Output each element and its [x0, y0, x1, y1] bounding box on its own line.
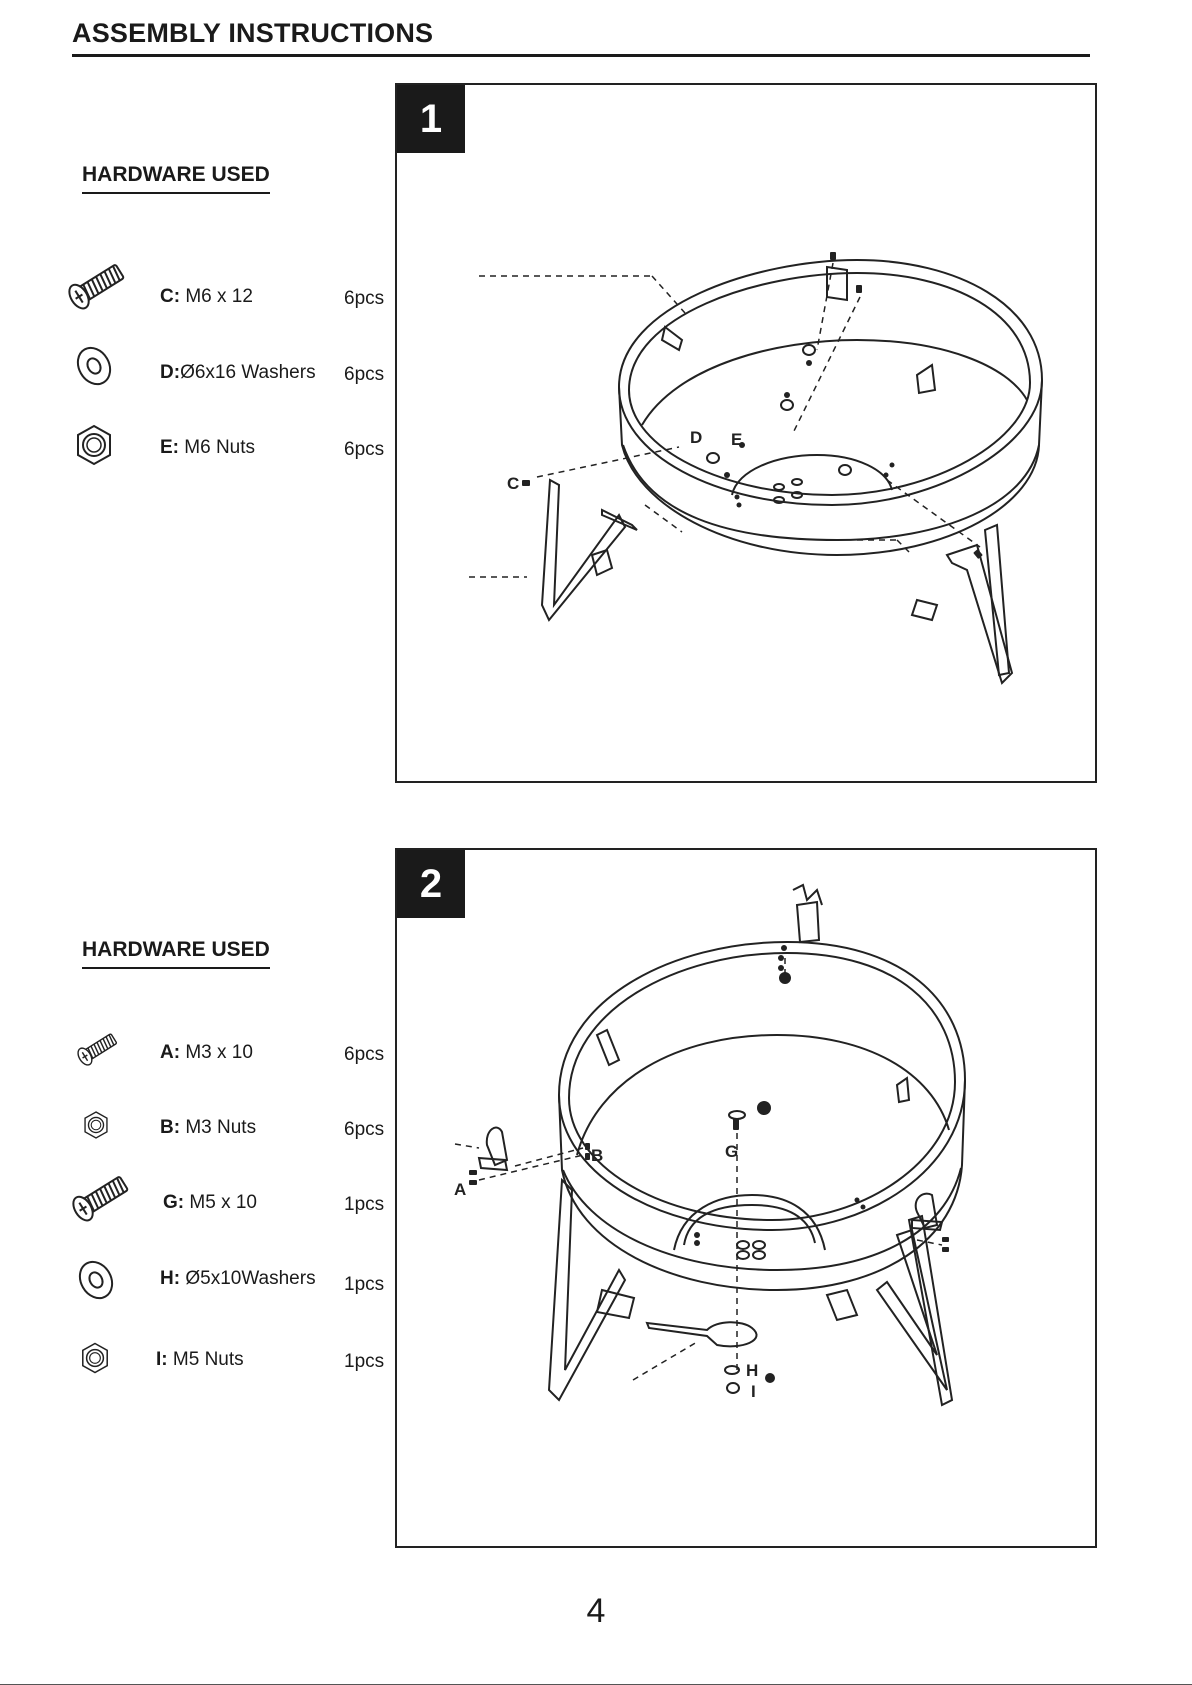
leg-left: [542, 480, 625, 620]
bowl-inner-rim: [629, 273, 1030, 495]
hardware-desc: Ø5x10Washers: [185, 1268, 315, 1289]
hardware-code: I:: [156, 1349, 168, 1370]
screw-icon: [58, 254, 134, 318]
step-1-frame: 1: [395, 83, 1097, 783]
step-1-diagram: C D E: [397, 85, 1095, 781]
leg-left-bracket: [602, 510, 637, 530]
callout-d: D: [690, 428, 702, 447]
bowl-inner-side: [577, 1035, 949, 1155]
hardware-item-h: H: Ø5x10Washers 1pcs: [0, 1264, 400, 1304]
hardware-qty: 6pcs: [344, 1119, 384, 1141]
top-bracket: [827, 267, 847, 300]
hardware-heading-step-1: HARDWARE USED: [82, 163, 270, 194]
hardware-desc: M3 x 10: [185, 1042, 253, 1063]
title-rule: [72, 54, 1090, 57]
washer-icon: [56, 334, 132, 398]
washer-icon: [58, 1248, 134, 1312]
hardware-code: D:: [160, 362, 180, 383]
leg-left: [549, 1180, 625, 1400]
callout-h: H: [746, 1361, 758, 1380]
screw-icon: [62, 1166, 138, 1230]
top-bracket: [797, 902, 819, 942]
hardware-item-d: D:Ø6x16 Washers 6pcs: [0, 354, 400, 394]
step-2-frame: 2: [395, 848, 1097, 1548]
hardware-code: G:: [163, 1192, 184, 1213]
hardware-desc: M5 x 10: [189, 1192, 257, 1213]
hardware-desc: Ø6x16 Washers: [180, 362, 316, 383]
bottom-plate: [647, 1322, 757, 1346]
hardware-item-c: C: M6 x 12 6pcs: [0, 278, 400, 318]
hardware-item-a: A: M3 x 10 6pcs: [0, 1034, 400, 1074]
hardware-qty: 6pcs: [344, 288, 384, 310]
leg-right: [947, 545, 1012, 683]
nut-icon: [66, 1333, 124, 1383]
callout-c: C: [507, 474, 519, 493]
nut-icon: [70, 1103, 122, 1147]
hardware-item-e: E: M6 Nuts 6pcs: [0, 429, 400, 469]
hardware-code: C:: [160, 286, 180, 307]
callout-e: E: [731, 430, 742, 449]
hardware-desc: M3 Nuts: [185, 1117, 256, 1138]
hardware-qty: 1pcs: [344, 1194, 384, 1216]
bowl-inner-side: [642, 340, 1027, 425]
hardware-code: H:: [160, 1268, 180, 1289]
hardware-item-g: G: M5 x 10 1pcs: [0, 1184, 400, 1224]
callout-a: A: [454, 1180, 466, 1199]
page-number: 4: [0, 1592, 1192, 1631]
hardware-item-i: I: M5 Nuts 1pcs: [0, 1341, 400, 1381]
hardware-qty: 6pcs: [344, 364, 384, 386]
hardware-code: A:: [160, 1042, 180, 1063]
nut-icon: [56, 413, 132, 477]
page-title: ASSEMBLY INSTRUCTIONS: [72, 18, 433, 49]
hardware-item-b: B: M3 Nuts 6pcs: [0, 1109, 400, 1149]
hardware-qty: 1pcs: [344, 1351, 384, 1373]
bowl-lower-band: [619, 380, 1042, 555]
hardware-qty: 6pcs: [344, 439, 384, 461]
hardware-desc: M6 x 12: [185, 286, 253, 307]
callout-g: G: [725, 1142, 738, 1161]
hardware-desc: M5 Nuts: [173, 1349, 244, 1370]
hardware-code: E:: [160, 437, 179, 458]
screw-icon: [70, 1026, 124, 1072]
callout-i: I: [751, 1382, 756, 1401]
bowl-center-ring: [732, 455, 892, 495]
hardware-qty: 1pcs: [344, 1274, 384, 1296]
bowl-bottom-curve: [623, 445, 1039, 540]
hardware-code: B:: [160, 1117, 180, 1138]
step-2-diagram: B G A H I: [397, 850, 1095, 1546]
latch-right: [916, 1194, 937, 1228]
hardware-desc: M6 Nuts: [184, 437, 255, 458]
hardware-heading-step-2: HARDWARE USED: [82, 938, 270, 969]
callout-b: B: [591, 1146, 603, 1165]
hardware-qty: 6pcs: [344, 1044, 384, 1066]
